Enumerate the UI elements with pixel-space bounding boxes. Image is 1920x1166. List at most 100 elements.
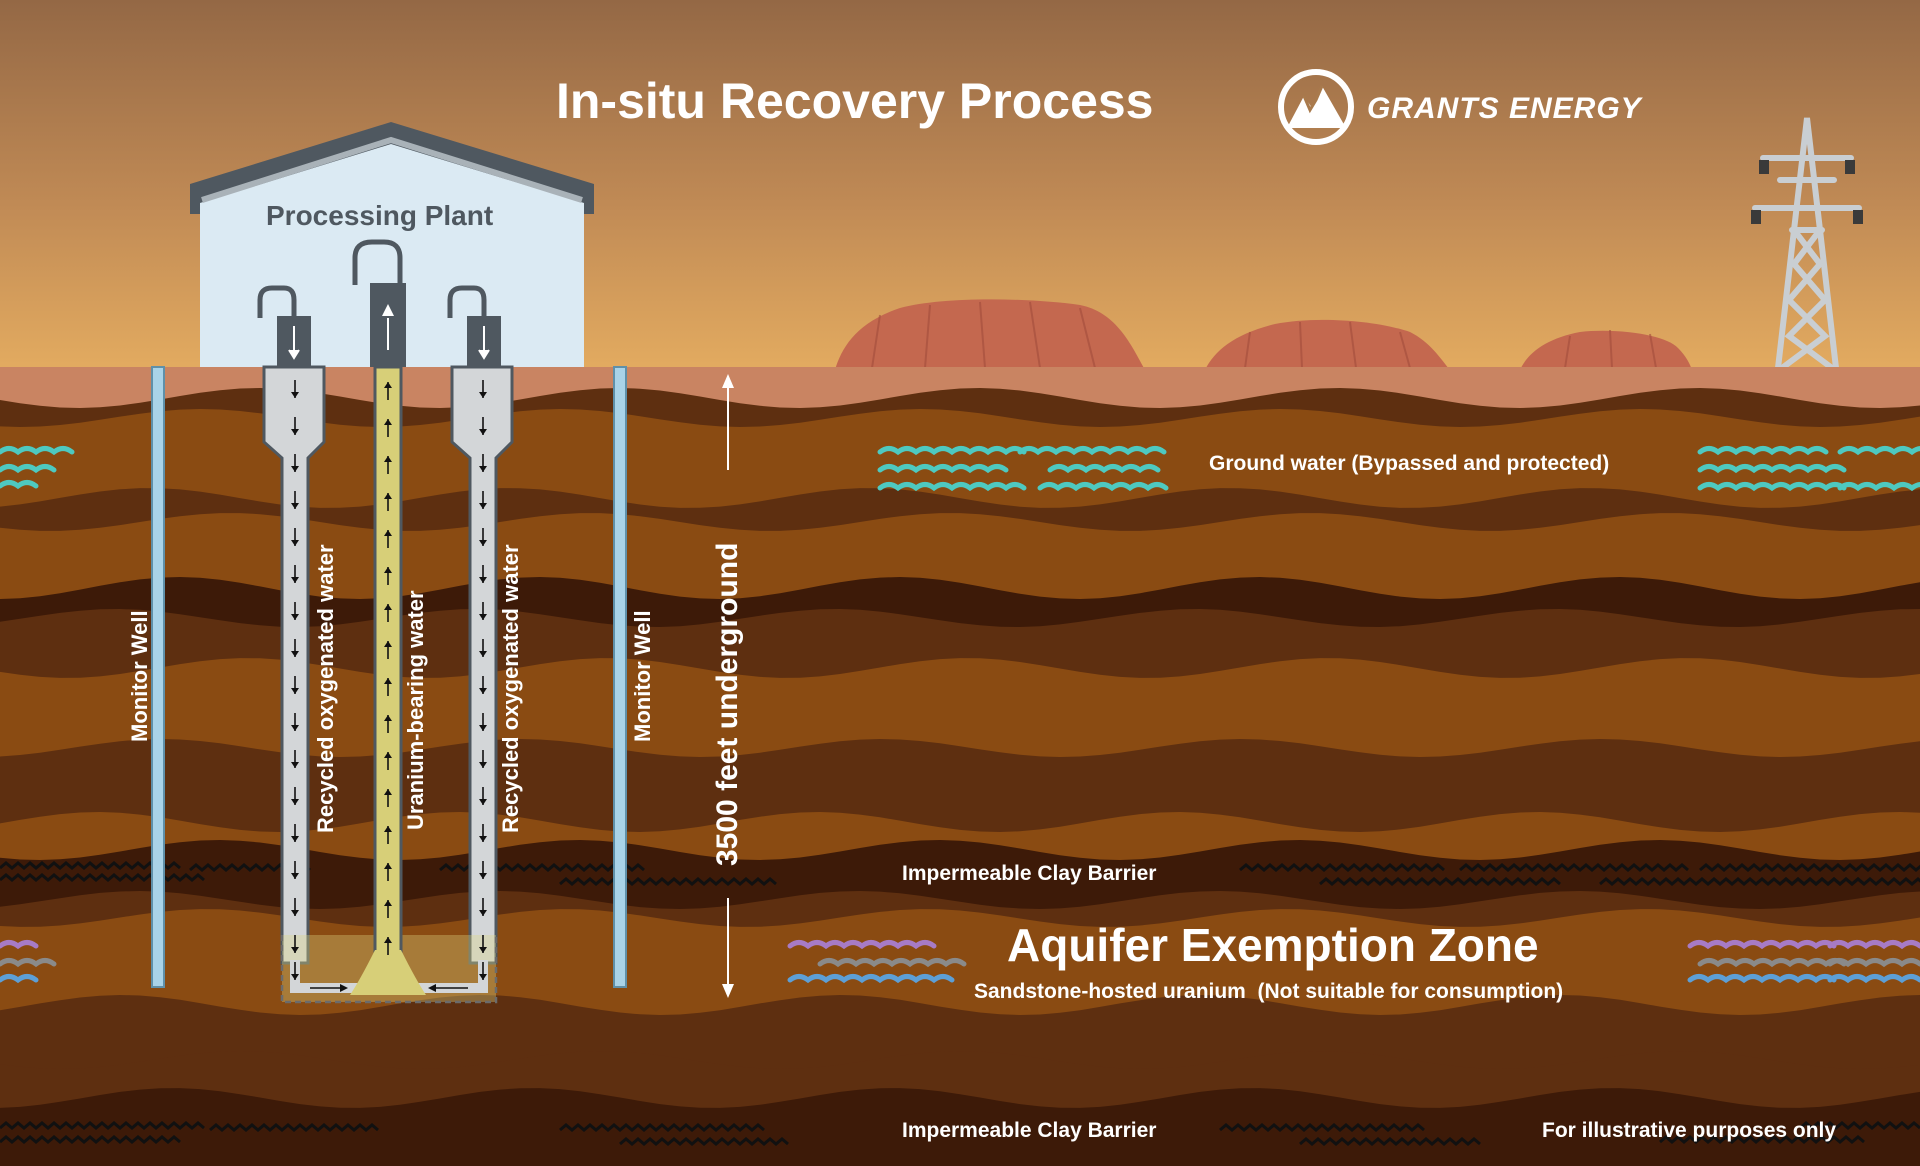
right-injection-arrow-head-3 [479, 503, 487, 509]
injection-well-left [262, 365, 326, 965]
production-arrow-head-7 [384, 641, 392, 647]
stratum-band-14 [0, 1088, 1920, 1166]
monitor-well-right-label: Monitor Well [630, 610, 655, 742]
clay-zigzag-4 [559, 877, 777, 886]
aquifer-wave-10 [1687, 974, 1837, 984]
right-injection-arrow-head-99 [479, 974, 487, 980]
production-arrow-head-1 [384, 419, 392, 425]
right-injection-arrow-head-11 [479, 799, 487, 805]
right-injection-arrow-head-12 [479, 836, 487, 842]
disclaimer-label: For illustrative purposes only [1542, 1119, 1837, 1142]
production-arrow-head-11 [384, 789, 392, 795]
manifold-arrow-left-head [340, 984, 348, 992]
left-injection-arrow-head-9 [291, 725, 299, 731]
aquifer-wave-9 [1827, 958, 1920, 968]
aquifer-wave-8 [1697, 958, 1847, 968]
clay-zigzag-8 [1319, 877, 1561, 886]
production-arrow-head-0 [384, 382, 392, 388]
monitor-well-left-label: Monitor Well [127, 610, 152, 742]
groundwater-wave-9 [1697, 446, 1829, 456]
right-injection-arrow-head-14 [479, 910, 487, 916]
brand-name: GRANTS ENERGY [1367, 92, 1642, 125]
right-injection-arrow-head-5 [479, 577, 487, 583]
groundwater-wave-0 [0, 446, 75, 456]
right-injection-arrow-head-13 [479, 873, 487, 879]
rock-formation-middle [1205, 319, 1450, 370]
power-pylon-icon [1752, 117, 1862, 371]
production-arrow-head-3 [384, 493, 392, 499]
right-injection-arrow-head-4 [479, 540, 487, 546]
clay-zigzag-15 [619, 1137, 789, 1146]
clay-barrier-zigzags [0, 861, 1920, 1146]
left-injection-arrow-head-5 [291, 577, 299, 583]
well-flow-arrows [291, 380, 487, 992]
aquifer-wave-7 [1827, 940, 1920, 950]
left-injection-arrow-head-11 [291, 799, 299, 805]
clay-zigzag-14 [559, 1123, 765, 1132]
clay-barrier-upper-label: Impermeable Clay Barrier [902, 862, 1157, 885]
production-arrow-head-13 [384, 863, 392, 869]
left-injection-arrow-head-12 [291, 836, 299, 842]
groundwater-wave-11 [1697, 464, 1847, 474]
clay-zigzag-16 [1219, 1123, 1425, 1132]
left-injection-arrow-head-4 [291, 540, 299, 546]
clay-zigzag-1 [0, 873, 205, 882]
clay-zigzag-17 [1299, 1137, 1481, 1146]
right-injection-arrow-head-9 [479, 725, 487, 731]
production-arrow-head-6 [384, 604, 392, 610]
aquifer-wave-1 [0, 958, 57, 968]
clay-zigzag-13 [209, 1123, 379, 1132]
processing-plant-label: Processing Plant [266, 200, 494, 231]
production-arrow-head-12 [384, 826, 392, 832]
left-injection-arrow-head-2 [291, 466, 299, 472]
groundwater-wave-6 [1047, 464, 1161, 474]
clay-barrier-lower-label: Impermeable Clay Barrier [902, 1119, 1157, 1142]
groundwater-wave-2 [0, 480, 39, 490]
groundwater-wave-3 [877, 446, 1027, 456]
manifold-arrow-right-head [428, 984, 436, 992]
left-injection-arrow-head-8 [291, 688, 299, 694]
left-injection-arrow-head-10 [291, 762, 299, 768]
production-arrow-head-5 [384, 567, 392, 573]
right-injection-arrow-head-10 [479, 762, 487, 768]
plant-flow-arrows [288, 304, 490, 360]
aquifer-wave-11 [1827, 974, 1920, 984]
right-injection-arrow-head-8 [479, 688, 487, 694]
production-well-label: Uranium-bearing water [403, 590, 428, 830]
monitor-well-left [151, 366, 165, 988]
monitor-well-right [613, 366, 627, 988]
injection-well-right-label: Recycled oxygenated water [498, 544, 523, 833]
left-injection-arrow-head-14 [291, 910, 299, 916]
mountain-logo-icon [1278, 69, 1354, 145]
clay-zigzag-12 [0, 1135, 181, 1144]
clay-zigzag-7 [1699, 863, 1920, 872]
rock-formation-left [835, 299, 1145, 370]
aquifer-wave-2 [0, 974, 39, 984]
groundwater-wave-12 [1697, 482, 1847, 492]
production-arrow-head-9 [384, 715, 392, 721]
aquifer-wave-5 [787, 974, 955, 984]
aquifer-exemption-subtitle: Sandstone-hosted uranium (Not suitable f… [974, 980, 1564, 1003]
rock-formation-right [1520, 330, 1692, 370]
production-arrow-head-15 [384, 937, 392, 943]
clay-zigzag-18 [1659, 1135, 1865, 1144]
aquifer-wave-4 [817, 958, 967, 968]
left-injection-arrow-head-3 [291, 503, 299, 509]
left-injection-arrow-head-1 [291, 429, 299, 435]
rock-texture [871, 301, 1657, 369]
left-injection-arrow-head-99 [291, 974, 299, 980]
production-arrow-head-10 [384, 752, 392, 758]
aquifer-exemption-title: Aquifer Exemption Zone [1007, 919, 1539, 971]
left-injection-arrow-head-6 [291, 614, 299, 620]
production-arrow-head-14 [384, 900, 392, 906]
production-arrow-head-8 [384, 678, 392, 684]
left-injection-arrow-head-7 [291, 651, 299, 657]
groundwater-wave-8 [1037, 482, 1169, 492]
right-injection-arrow-head-2 [479, 466, 487, 472]
clay-zigzag-0 [0, 861, 181, 870]
groundwater-wave-13 [1837, 482, 1920, 492]
clay-zigzag-11 [0, 1121, 205, 1130]
left-injection-arrow-head-13 [291, 873, 299, 879]
left-injection-arrow-head-15 [291, 947, 299, 953]
